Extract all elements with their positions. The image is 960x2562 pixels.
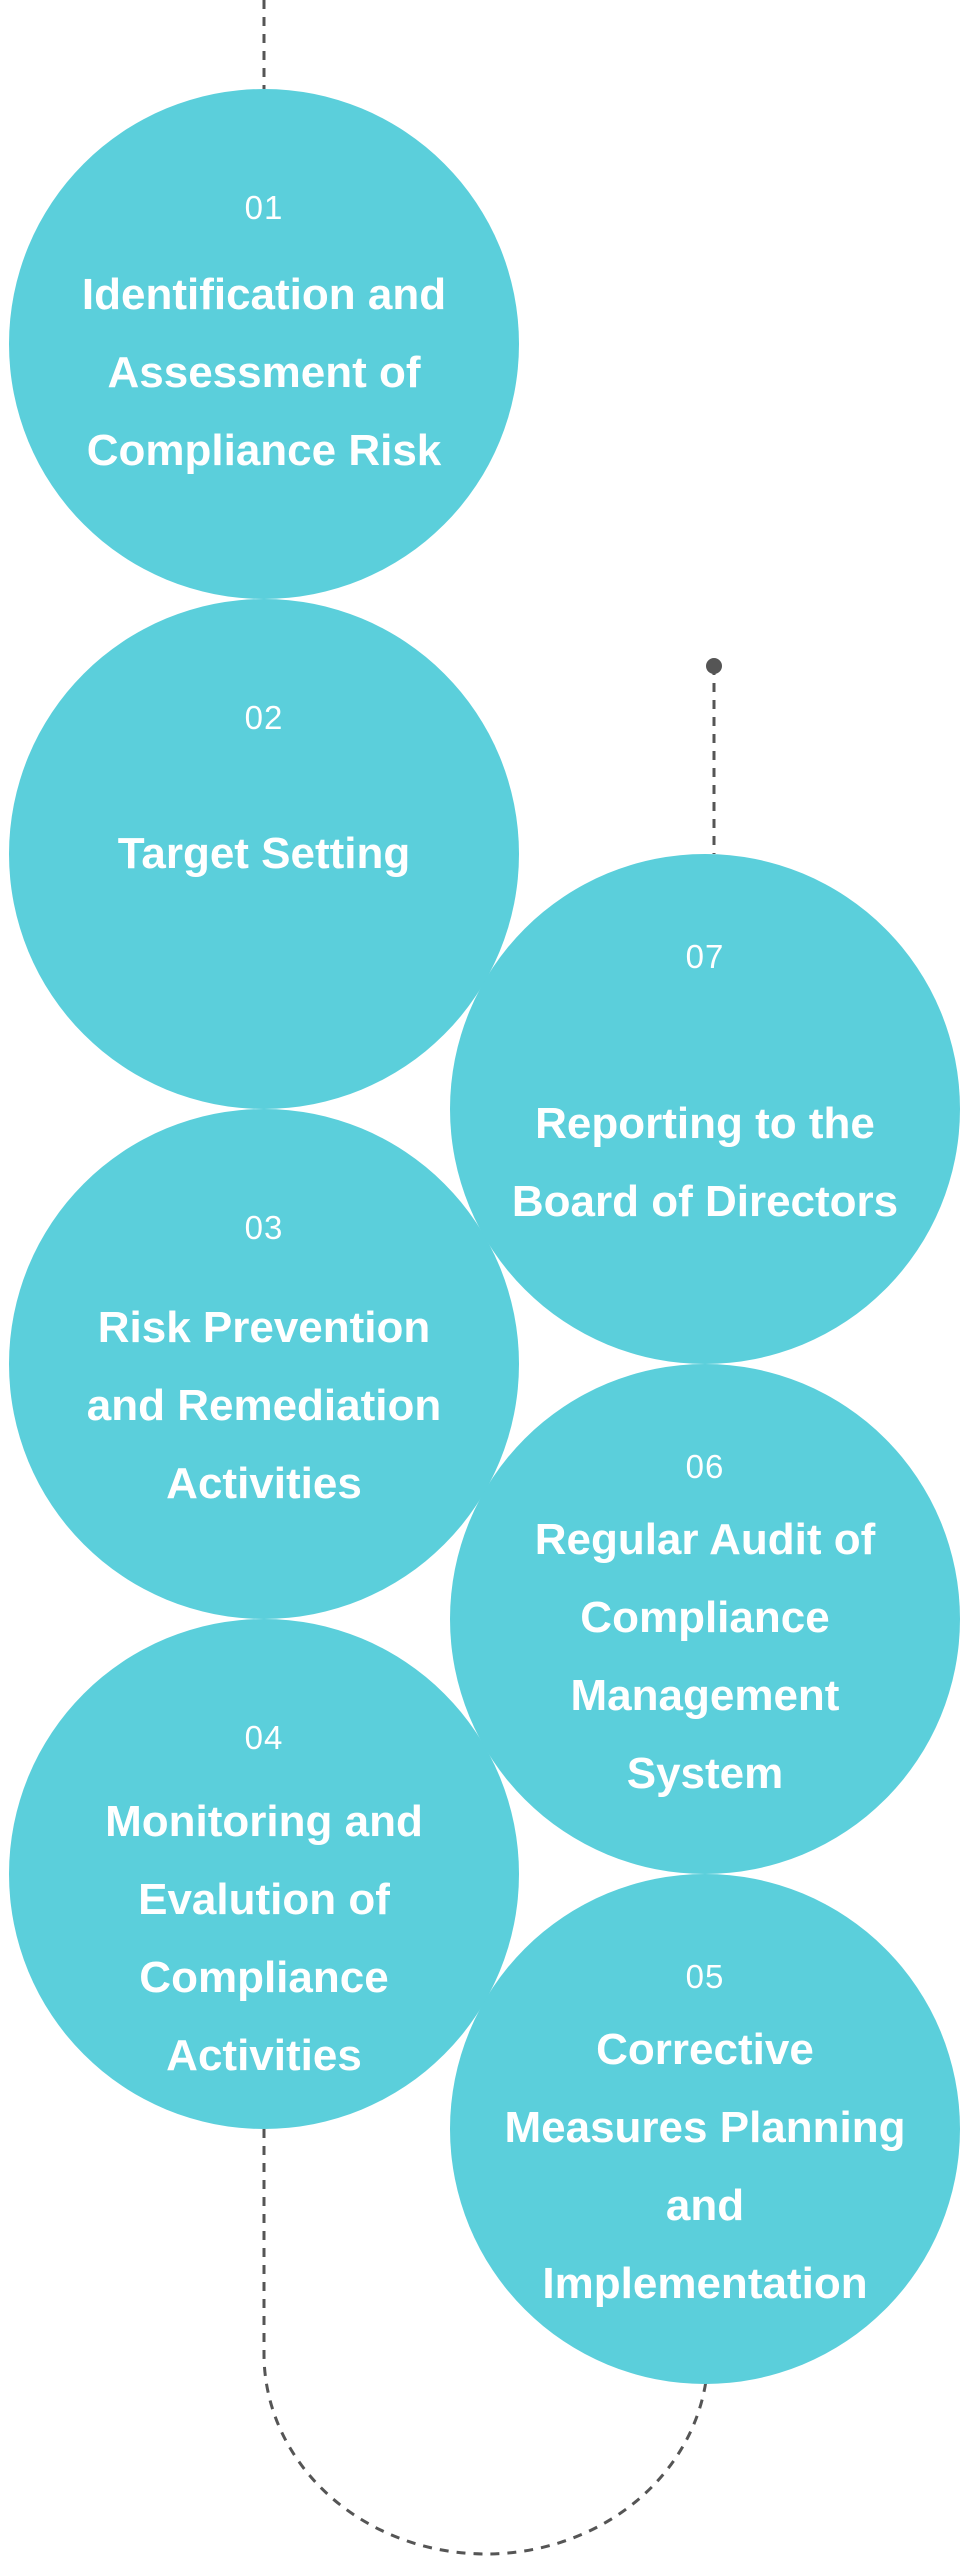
end-dot: [706, 658, 722, 674]
step-title: Regular Audit of Compliance Management S…: [534, 1515, 876, 1798]
step-circle-4: 04 Monitoring and Evalution of Complianc…: [9, 1619, 519, 2129]
step-title: Monitoring and Evalution of Compliance A…: [105, 1797, 423, 2080]
step-title: Risk Prevention and Remediation Activiti…: [86, 1303, 442, 1508]
step-title: Corrective Measures Planning and Impleme…: [504, 2025, 906, 2308]
step-number: 01: [244, 189, 284, 226]
step-circle-3: 03 Risk Prevention and Remediation Activ…: [9, 1109, 519, 1619]
step-circle-5: 05 Corrective Measures Planning and Impl…: [450, 1874, 960, 2384]
step-circle-2: 02 Target Setting: [9, 599, 519, 1109]
step-circle-6: 06 Regular Audit of Compliance Managemen…: [450, 1364, 960, 1874]
step-number: 06: [685, 1448, 725, 1485]
step-number: 07: [685, 938, 725, 975]
step-title: Reporting to the Board of Directors: [511, 1099, 899, 1226]
step-number: 05: [685, 1958, 725, 1995]
step-circle-7: 07 Reporting to the Board of Directors: [450, 854, 960, 1364]
step-title: Identification and Assessment of Complia…: [81, 270, 447, 475]
step-number: 02: [244, 699, 284, 736]
step-number: 03: [244, 1209, 284, 1246]
step-title: Target Setting: [117, 829, 411, 878]
step-number: 04: [244, 1719, 284, 1756]
step-circle-1: 01 Identification and Assessment of Comp…: [9, 89, 519, 599]
